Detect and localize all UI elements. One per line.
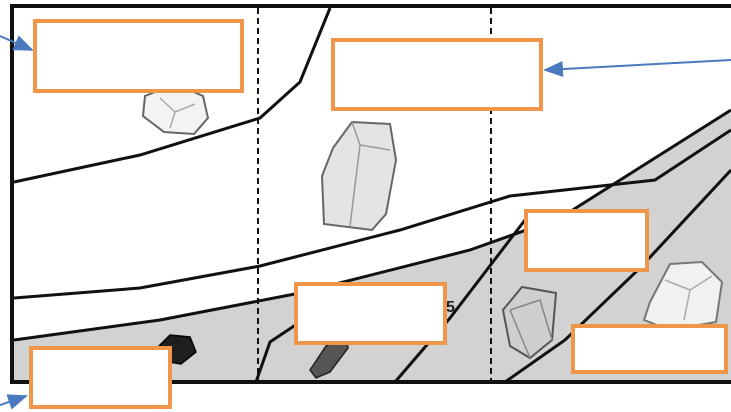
cubic-crystal-rock-icon [501,285,558,360]
round-rock-icon [141,82,210,136]
crumpled-rock-icon [642,260,724,332]
pointer-arrow [0,394,28,410]
label-box[interactable] [571,324,728,374]
strata-line [254,320,301,383]
strata-line [13,7,332,184]
pointer-arrow [543,59,731,78]
tall-crystal-rock-icon [320,120,398,232]
label-box[interactable] [33,19,244,93]
label-box[interactable] [294,282,447,345]
label-box[interactable] [524,209,649,272]
pointer-arrow [0,35,34,51]
strata-line [393,219,527,383]
hidden-label-fragment: 5 [446,299,455,316]
diagram-frame [10,4,731,384]
label-box[interactable] [29,346,172,409]
strata-line [13,128,731,300]
label-box[interactable] [331,38,543,111]
strata-line [504,168,731,384]
elongated-rock-icon [309,334,349,379]
strata-line [13,108,731,342]
